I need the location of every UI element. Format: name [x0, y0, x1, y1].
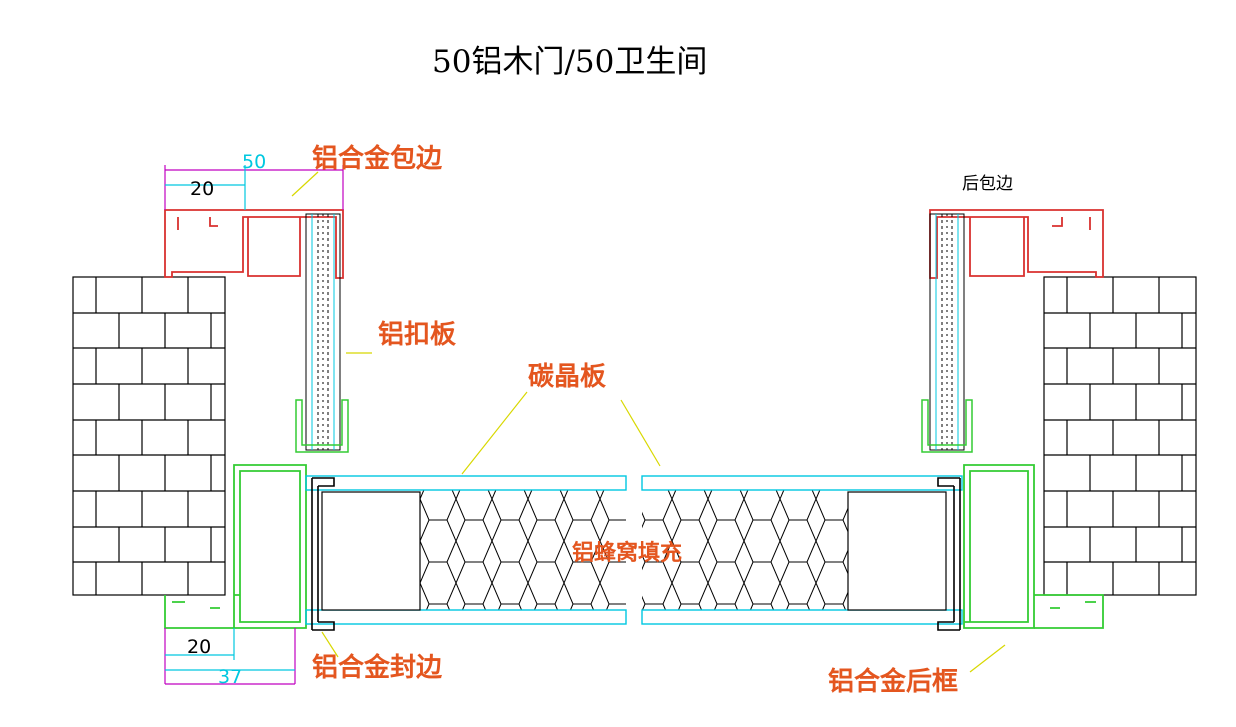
left-cover-board	[305, 213, 341, 451]
left-wood-block	[321, 491, 421, 611]
door-leaf	[305, 475, 963, 631]
right-cover-board	[929, 213, 965, 451]
left-brick-wall	[72, 276, 226, 596]
right-wood-block	[847, 491, 947, 611]
right-cover-clip	[921, 399, 973, 453]
drawing-title: 50铝木门/50卫生间	[432, 44, 707, 80]
right-honeycomb-core	[642, 490, 848, 610]
bottom-dimension: 20 37	[164, 628, 296, 688]
label-alloy-seal-edge: 铝合金封边	[312, 652, 443, 683]
left-rear-frame	[164, 464, 307, 629]
carbon-board-skin	[305, 475, 963, 625]
left-cover-clip	[295, 399, 349, 453]
left-honeycomb-core	[420, 490, 626, 610]
right-brick-wall	[1043, 276, 1197, 596]
label-honeycomb-fill: 铝蜂窝填充	[572, 540, 682, 566]
dim-top-inner: 20	[190, 178, 214, 200]
leader-lines	[291, 171, 1006, 673]
label-carbon-board: 碳晶板	[528, 362, 606, 392]
dim-bottom-overall: 37	[218, 666, 242, 688]
dim-top-overall: 50	[242, 151, 266, 173]
label-alloy-rear-frame: 铝合金后框	[828, 666, 958, 697]
right-rear-edge-profile	[929, 209, 1104, 279]
label-aluminum-cover: 铝扣板	[378, 320, 456, 350]
right-rear-frame	[963, 464, 1104, 629]
dim-bottom-inner: 20	[187, 636, 211, 658]
top-dimension: 50 20	[164, 151, 344, 210]
alloy-seal-edge	[311, 477, 961, 631]
label-rear-edge: 后包边	[962, 174, 1013, 194]
label-aluminum-edge: 铝合金包边	[312, 143, 443, 174]
left-alloy-edge-profile	[164, 209, 344, 279]
